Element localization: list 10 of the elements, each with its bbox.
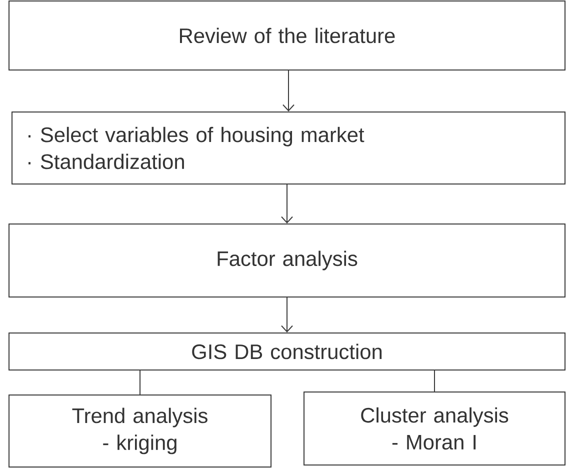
process-box: · Select variables of housing market · Standardization — [12, 111, 566, 184]
arrow — [281, 296, 293, 332]
process-box: Cluster analysis - Moran I — [304, 391, 566, 466]
process-box: GIS DB construction — [8, 332, 566, 370]
process-box: Factor analysis — [8, 223, 566, 298]
arrow — [281, 184, 293, 224]
process-box: Review of the literature — [8, 0, 566, 70]
connector-line — [434, 370, 435, 392]
arrow — [282, 70, 294, 112]
process-box: Trend analysis - kriging — [8, 394, 272, 468]
